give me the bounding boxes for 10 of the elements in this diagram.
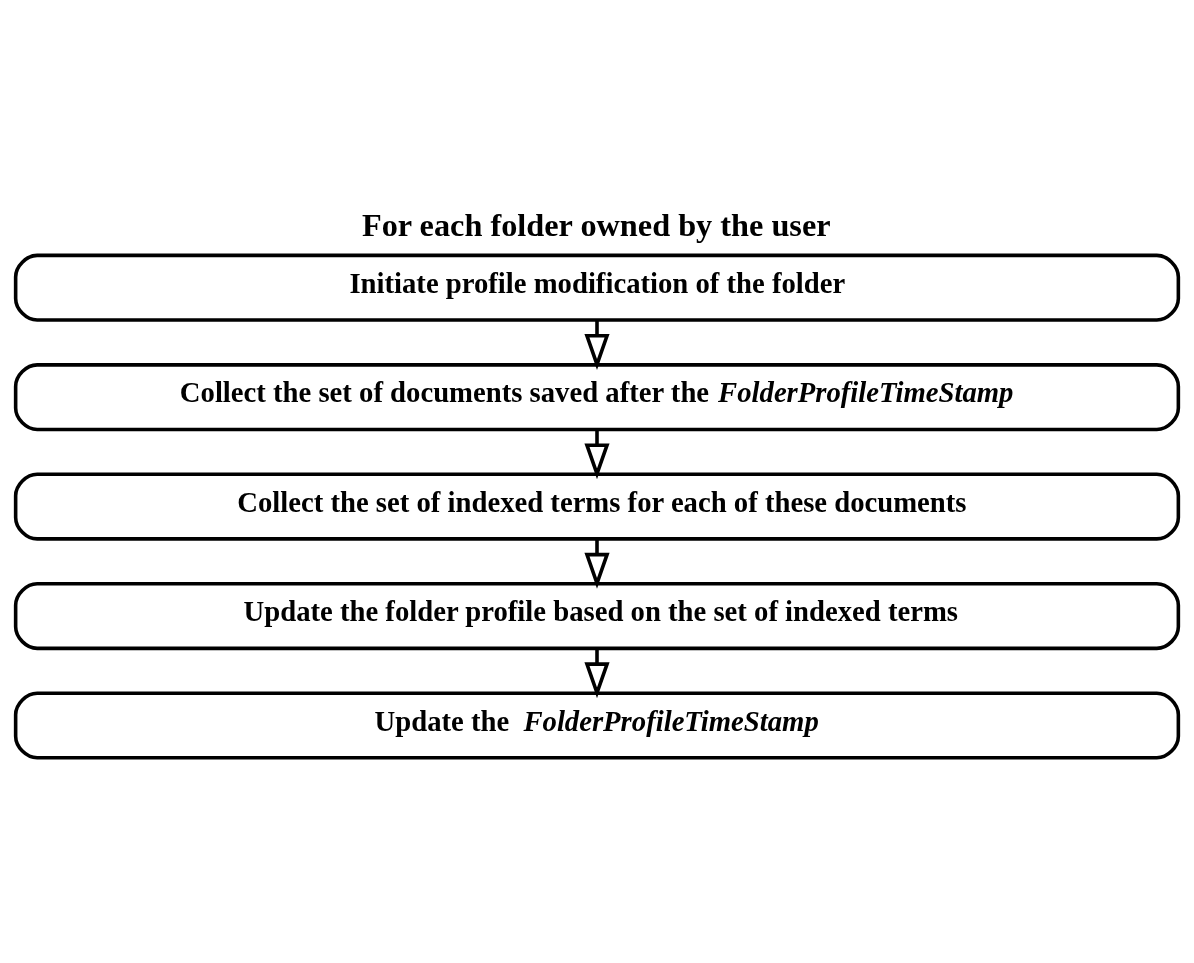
node-box: Collect the set of indexed terms for each of these documents	[13, 472, 1181, 541]
arrow	[584, 539, 610, 589]
node-box: Collect the set of documents saved after the FolderProfileTimeStamp	[13, 363, 1181, 432]
arrow	[584, 429, 610, 480]
arrow	[584, 320, 610, 370]
node-box: Initiate profile modification of the folder	[13, 253, 1181, 322]
node-box: Update the FolderProfileTimeStamp	[13, 691, 1181, 760]
node-box: Update the folder profile based on the set of indexed terms	[13, 582, 1181, 651]
diagram-title: For each folder owned by the user	[361, 207, 831, 244]
arrow	[584, 648, 610, 699]
